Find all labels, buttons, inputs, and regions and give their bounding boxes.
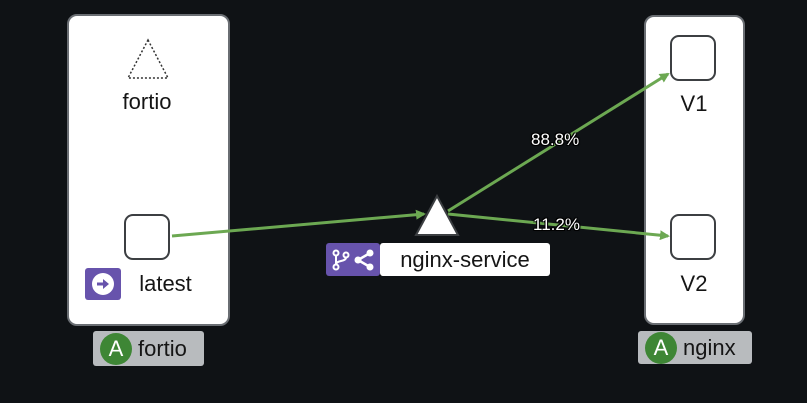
git-branch-icon <box>332 249 350 270</box>
fortio-source-label: fortio <box>104 86 190 118</box>
nginx-v1-node[interactable] <box>670 35 716 81</box>
app-icon: A <box>645 331 677 364</box>
app-icon: A <box>100 332 132 365</box>
service-node-icon[interactable] <box>414 193 460 236</box>
nginx-v2-node[interactable] <box>670 214 716 260</box>
service-badges <box>326 243 380 276</box>
nginx-app-name: nginx <box>683 334 736 360</box>
fortio-app-name: fortio <box>138 335 187 361</box>
nginx-v2-label: V2 <box>662 268 726 300</box>
edge-latest-to-service[interactable] <box>171 209 426 238</box>
workload-badge <box>85 268 121 300</box>
edge-label-v1-percent: 88.8% <box>531 130 580 149</box>
arrow-right-circle-icon <box>92 273 114 295</box>
fortio-latest-label: latest <box>121 268 210 300</box>
service-label: nginx-service <box>380 243 550 276</box>
fortio-source-node-icon[interactable] <box>126 38 170 79</box>
edge-service-to-v1[interactable] <box>447 72 670 213</box>
nginx-v1-label: V1 <box>662 88 726 120</box>
fortio-latest-node[interactable] <box>124 214 170 260</box>
fortio-app-label[interactable]: A fortio <box>93 331 204 366</box>
nginx-app-label[interactable]: A nginx <box>638 331 752 364</box>
edge-service-to-v2[interactable] <box>447 212 670 241</box>
edge-label-v2-percent: 11.2% <box>533 215 580 234</box>
share-icon <box>354 249 374 270</box>
